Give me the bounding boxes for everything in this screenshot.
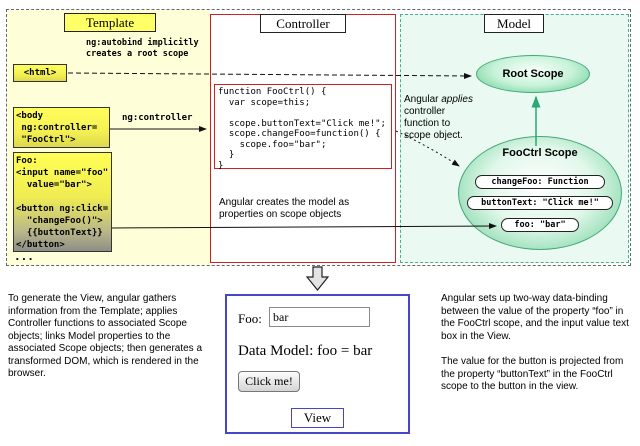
scope-property-foo: foo: "bar" xyxy=(501,218,579,232)
data-binding-note: Angular sets up two-way data-binding bet… xyxy=(441,293,634,394)
scope-property-changefoo: changeFoo: Function xyxy=(475,175,605,189)
runtime-boundary-box xyxy=(6,9,631,266)
applies-note: Angular applies controller function to s… xyxy=(404,94,473,142)
applies-note-pre: Angular xyxy=(404,94,442,105)
applies-note-post: controller function to scope object. xyxy=(404,106,463,141)
fooctrl-scope-label: FooCtrl Scope xyxy=(502,147,578,159)
root-scope-ellipse: Root Scope xyxy=(476,55,590,93)
root-scope-label: Root Scope xyxy=(502,68,564,80)
button-projection-paragraph: The value for the button is projected fr… xyxy=(441,356,624,392)
ng-controller-label: ng:controller xyxy=(122,113,193,123)
view-generation-arrow xyxy=(305,266,330,291)
autobind-note: ng:autobind implicitly creates a root sc… xyxy=(86,38,199,59)
scope-property-buttontext: buttonText: "Click me!" xyxy=(467,196,613,210)
template-code-box: Foo: <input name="foo" value="bar"> <but… xyxy=(13,152,112,252)
model-creation-note: Angular creates the model as properties … xyxy=(219,197,350,220)
applies-note-emphasis: applies xyxy=(441,94,473,105)
click-me-button[interactable]: Click me! xyxy=(238,371,300,392)
template-ellipsis: ... xyxy=(14,250,34,263)
view-generation-note: To generate the View, angular gathers in… xyxy=(8,293,203,379)
foo-input[interactable] xyxy=(269,307,370,327)
view-caption: View xyxy=(291,408,344,428)
template-header: Template xyxy=(64,13,156,32)
html-tag-box: <html> xyxy=(13,64,67,82)
controller-header: Controller xyxy=(260,14,346,33)
two-way-binding-paragraph: Angular sets up two-way data-binding bet… xyxy=(441,293,629,342)
model-header: Model xyxy=(484,14,544,33)
view-foo-label: Foo: xyxy=(238,311,262,326)
body-tag-box: <body ng:controller= "FooCtrl"> xyxy=(13,107,110,148)
controller-code-box: function FooCtrl() { var scope=this; sco… xyxy=(214,84,392,171)
data-model-text: Data Model: foo = bar xyxy=(238,343,373,359)
